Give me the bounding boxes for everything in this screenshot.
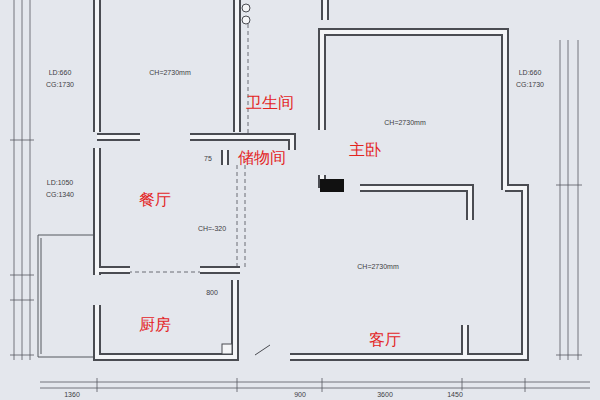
- dimension-note: LD:660: [48, 69, 73, 76]
- room-name: 主卧: [349, 142, 381, 158]
- dimension-note: CG:1340: [45, 191, 75, 198]
- room-name: 储物间: [238, 150, 286, 166]
- dimension-note: 800: [205, 289, 219, 296]
- dashed-lines: [100, 20, 248, 272]
- dimension-note: CH=2730mm: [356, 263, 399, 270]
- room-name: 卫生间: [246, 95, 294, 111]
- dimension-note: CH=-320: [197, 225, 227, 232]
- fixtures: [222, 4, 270, 355]
- room-name: 厨房: [139, 317, 171, 333]
- dimension-note: 75: [203, 155, 213, 162]
- dimension-note: 3600: [376, 391, 394, 398]
- walls: [97, 0, 525, 357]
- dimension-note: CG:1730: [45, 81, 75, 88]
- dimension-note: LD:1050: [46, 179, 74, 186]
- room-name: 餐厅: [139, 192, 171, 208]
- dimension-note: CH=2730mm: [148, 69, 191, 76]
- dimension-lines: [10, 0, 590, 392]
- dimension-note: 1450: [446, 391, 464, 398]
- dimension-note: CH=2730mm: [383, 119, 426, 126]
- room-name: 客厅: [369, 332, 401, 348]
- column: [320, 179, 344, 192]
- dimension-note: LD:660: [518, 69, 543, 76]
- dimension-note: CG:1730: [515, 81, 545, 88]
- dimension-note: 900: [293, 391, 307, 398]
- balcony-outline: [38, 235, 97, 357]
- dimension-note: 1360: [63, 391, 81, 398]
